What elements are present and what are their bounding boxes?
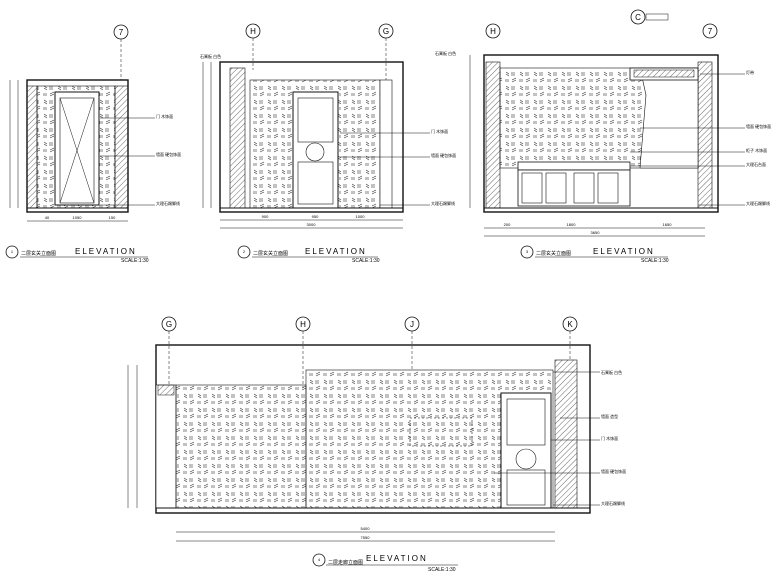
dim: 1800 [567,222,577,227]
note: 石膏板 白色 [435,50,456,56]
elevation-scale: SCALE:1:30 [121,258,149,264]
grid-label: J [410,320,414,329]
elevation-number: 4 [318,557,321,562]
elevation-subtitle: 二层玄关立面图 [21,250,56,257]
grid-label: G [383,27,389,36]
dim-total: 3000 [307,222,317,227]
elevation-number: 3 [526,249,529,254]
grid-label: K [567,320,573,329]
grid-label: G [166,320,172,329]
dim: 1050 [73,215,83,220]
grid-label: C [635,13,641,22]
dim: 200 [504,222,511,227]
door [54,91,100,206]
dim: 40 [45,215,50,220]
elevation-subtitle: 二层玄关立面图 [253,250,288,257]
elevation-number: 1 [11,249,14,254]
elevation-4: G H J K 5400 7550 石膏板 白色 墙面 造型 门 木 [127,316,626,573]
note: 墙面 硬包饰面 [156,151,181,157]
note: 门 木饰面 [156,113,173,119]
note: 门 木饰面 [601,435,618,441]
dim: 150 [109,215,116,220]
elevation-frame [483,54,719,213]
dim-total: 3650 [591,230,601,235]
note: 石膏板 白色 [200,53,221,59]
note: 大理石踢脚线 [746,200,770,206]
note: 石膏板 白色 [601,369,622,375]
note: 大理石踢脚线 [156,200,180,206]
elevation-1: 7 40 1050 150 门 木饰面 墙面 硬包饰面 大理石踢脚线 1 二层玄… [5,24,181,264]
dim: 1000 [356,214,366,219]
elevation-title: ELEVATION [366,554,428,563]
elevation-3: H C 7 200 1800 1650 3650 石膏板 白色 灯带 墙面 硬包… [435,9,771,264]
elevation-scale: SCALE:1:30 [352,258,380,264]
grid-label: H [250,27,256,36]
elevation-2: H G 900 950 1000 3000 石膏板 白色 门 木饰面 墙面 硬包… [200,23,456,264]
elevation-title: ELEVATION [75,247,137,256]
grid-label: 7 [708,27,713,36]
note: 灯带 [746,69,754,75]
elevation-scale: SCALE:1:30 [428,567,456,573]
note: 大理石台面 [746,161,766,167]
elevation-frame [219,61,404,213]
note: 墙面 造型 [601,413,618,419]
elevation-title: ELEVATION [593,247,655,256]
elevation-subtitle: 二层玄关立面图 [536,250,571,257]
note: 大理石踢脚线 [601,500,625,506]
elevation-scale: SCALE:1:30 [641,258,669,264]
note: 墙面 硬包饰面 [431,152,456,158]
dim: 950 [312,214,319,219]
elevation-title: ELEVATION [305,247,367,256]
grid-label: H [490,27,496,36]
note: 大理石踢脚线 [431,200,455,206]
dim-total: 7550 [361,535,371,540]
note: 墙面 硬包饰面 [601,468,626,474]
elevation-number: 2 [243,249,246,254]
note: 门 木饰面 [431,128,448,134]
grid-label: 7 [119,28,124,37]
cabinet [517,161,631,171]
dim: 900 [262,214,269,219]
dim: 1650 [663,222,673,227]
elevation-subtitle: 二层走廊立面图 [328,559,363,566]
note: 墙面 硬包饰面 [746,123,771,129]
note: 柜子 木饰面 [746,147,767,153]
grid-label: H [300,320,306,329]
dim: 5400 [361,526,371,531]
